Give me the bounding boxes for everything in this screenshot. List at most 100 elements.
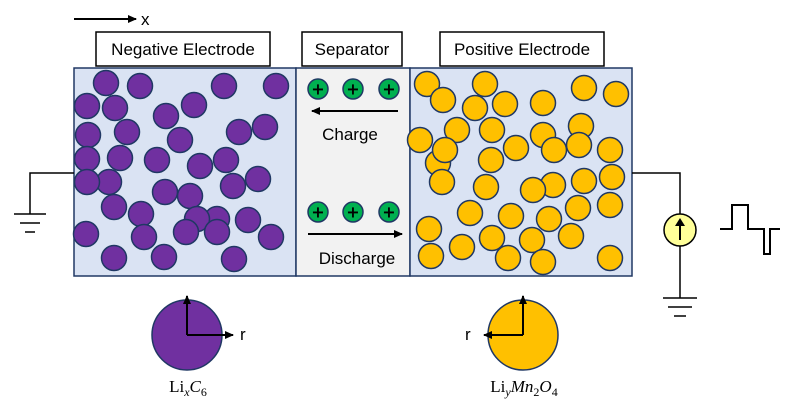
positive-electrode-label-box: Positive Electrode <box>439 31 605 67</box>
ion-charge-1: + <box>307 78 329 100</box>
negative-electrode-label: Negative Electrode <box>111 40 255 59</box>
ions-discharge-row: + + + <box>307 201 400 223</box>
positive-particle-38 <box>529 248 557 276</box>
negative-particle-26 <box>100 193 128 221</box>
negative-particle-10 <box>152 102 180 130</box>
negative-particle-8 <box>74 121 102 149</box>
svg-text:+: + <box>311 203 324 222</box>
negative-particle-detail: r <box>151 295 246 371</box>
negative-particle-32 <box>130 223 158 251</box>
square-pulse-icon <box>720 204 780 255</box>
positive-particle-27 <box>564 194 592 222</box>
negative-particle-31 <box>72 220 100 248</box>
negative-electrode-label-box: Negative Electrode <box>95 31 271 67</box>
negative-particle-25 <box>127 200 155 228</box>
positive-particle-28 <box>456 199 484 227</box>
negative-particle-14 <box>143 146 171 174</box>
positive-particle-35 <box>448 233 476 261</box>
ions-charge-row: + + + <box>307 78 400 100</box>
positive-electrode-label: Positive Electrode <box>454 40 590 59</box>
positive-particle-20 <box>598 163 626 191</box>
negative-particle-21 <box>244 165 272 193</box>
negative-particle-3 <box>210 72 238 100</box>
x-axis-label: x <box>141 10 150 29</box>
positive-particle-19 <box>477 146 505 174</box>
negative-particle-1 <box>92 69 120 97</box>
negative-particle-37 <box>203 218 231 246</box>
negative-particle-9 <box>113 118 141 146</box>
negative-particle-35 <box>150 243 178 271</box>
positive-particle-24 <box>519 176 547 204</box>
positive-particle-26 <box>596 191 624 219</box>
positive-particle-21 <box>570 167 598 195</box>
ion-charge-2: + <box>342 78 364 100</box>
negative-particle-13 <box>166 126 194 154</box>
negative-particle-11 <box>225 118 253 146</box>
negative-particles <box>72 69 290 273</box>
x-direction-arrow: x <box>74 10 150 29</box>
positive-particle-14 <box>502 134 530 162</box>
positive-particle-40 <box>431 136 459 164</box>
positive-particle-31 <box>415 215 443 243</box>
positive-particle-11 <box>443 116 471 144</box>
ion-discharge-1: + <box>307 201 329 223</box>
separator-label-box: Separator <box>301 31 403 67</box>
ground-icon <box>14 172 74 233</box>
positive-particle-5 <box>461 94 489 122</box>
positive-particle-8 <box>602 80 630 108</box>
positive-particle-37 <box>494 244 522 272</box>
radial-axis-label-negative: r <box>240 325 246 344</box>
positive-particle-29 <box>497 202 525 230</box>
negative-particle-18 <box>186 152 214 180</box>
negative-particle-4 <box>262 72 290 100</box>
positive-particle-17 <box>596 136 624 164</box>
external-circuit <box>632 172 697 317</box>
positive-particle-10 <box>406 126 434 154</box>
positive-particle-16 <box>540 136 568 164</box>
positive-particle-detail: r <box>465 295 559 371</box>
negative-particle-15 <box>73 145 101 173</box>
positive-particle-1 <box>413 70 441 98</box>
ion-discharge-3: + <box>378 201 400 223</box>
negative-particle-2 <box>126 72 154 100</box>
negative-particle-6 <box>101 94 129 122</box>
positive-particles <box>406 70 630 276</box>
negative-particle-7 <box>180 91 208 119</box>
positive-particle-39 <box>417 242 445 270</box>
svg-text:+: + <box>346 80 359 99</box>
positive-particle-25 <box>472 173 500 201</box>
ion-discharge-2: + <box>342 201 364 223</box>
negative-particle-30 <box>257 223 285 251</box>
positive-particle-36 <box>596 244 624 272</box>
discharge-label: Discharge <box>319 249 396 268</box>
ion-charge-3: + <box>378 78 400 100</box>
positive-particle-32 <box>478 224 506 252</box>
charge-label: Charge <box>322 125 378 144</box>
negative-particle-34 <box>100 244 128 272</box>
negative-particle-28 <box>234 206 262 234</box>
svg-text:+: + <box>382 203 395 222</box>
negative-particle-23 <box>151 178 179 206</box>
negative-particle-36 <box>220 245 248 273</box>
negative-particle-16 <box>106 144 134 172</box>
positive-particle-15 <box>565 131 593 159</box>
svg-text:+: + <box>382 80 395 99</box>
positive-particle-6 <box>491 90 519 118</box>
current-source-icon <box>663 213 697 247</box>
positive-particle-4 <box>429 86 457 114</box>
svg-text:+: + <box>346 203 359 222</box>
positive-material-formula: LiyMn2O4 <box>490 377 557 399</box>
negative-material-formula: LixC6 <box>169 377 207 399</box>
positive-particle-7 <box>529 89 557 117</box>
negative-particle-24 <box>219 172 247 200</box>
negative-particle-33 <box>172 218 200 246</box>
negative-particle-22 <box>176 182 204 210</box>
positive-particle-34 <box>557 222 585 250</box>
positive-particle-30 <box>535 205 563 233</box>
negative-particle-12 <box>251 113 279 141</box>
svg-text:+: + <box>311 80 324 99</box>
positive-particle-12 <box>478 116 506 144</box>
radial-axis-label-positive: r <box>465 325 471 344</box>
separator-label: Separator <box>315 40 390 59</box>
